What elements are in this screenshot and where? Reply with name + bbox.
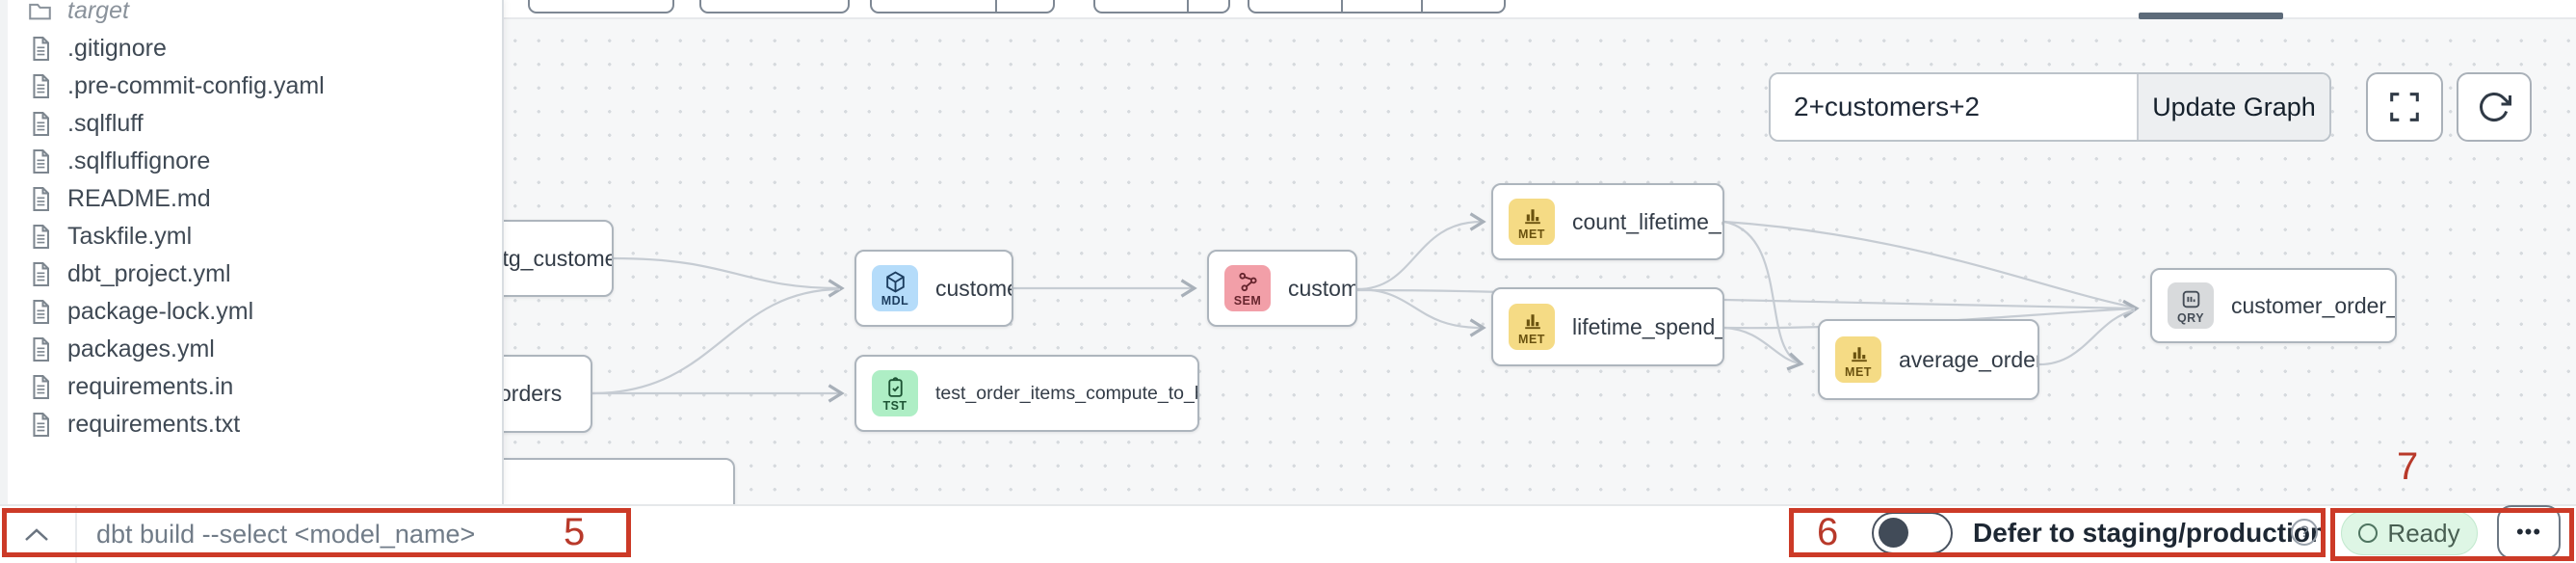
saved-query-badge: QRY	[2168, 282, 2214, 329]
update-graph-button[interactable]: Update Graph	[2137, 74, 2329, 140]
file-icon	[33, 111, 49, 137]
cube-icon	[885, 271, 905, 293]
file-row-readme[interactable]: README.md	[8, 180, 494, 218]
file-row-package-lock[interactable]: package-lock.yml	[8, 293, 494, 331]
clipboard-check-icon	[887, 376, 903, 397]
toolbar-button-cut[interactable]	[870, 0, 1055, 13]
command-bar	[0, 504, 2576, 563]
file-icon	[33, 299, 49, 325]
defer-label: Defer to staging/production	[1973, 517, 2327, 548]
node-label: customers	[1288, 275, 1355, 301]
file-row-requirements-txt[interactable]: requirements.txt	[8, 406, 494, 443]
metric-badge: MET	[1835, 336, 1881, 383]
selector-input[interactable]	[1771, 74, 2137, 140]
bar-chart-icon	[1524, 209, 1540, 224]
fullscreen-button[interactable]	[2366, 72, 2443, 142]
sidebar-gutter	[0, 0, 8, 504]
network-icon	[1238, 272, 1257, 291]
metric-badge: MET	[1509, 304, 1555, 350]
toolbar-button-cut[interactable]	[1093, 0, 1230, 13]
file-icon	[33, 261, 49, 287]
file-icon	[33, 73, 49, 99]
graph-node-customers-semantic[interactable]: SEM customers	[1207, 250, 1357, 327]
status-circle-icon	[2358, 523, 2379, 543]
semantic-model-badge: SEM	[1224, 265, 1271, 311]
graph-node-test-order-items[interactable]: TST test_order_items_compute_to_bools...	[854, 355, 1199, 432]
metric-badge: MET	[1509, 199, 1555, 245]
node-label: customer_order_metrics	[2231, 292, 2395, 318]
refresh-icon	[2480, 93, 2511, 121]
file-row-pre-commit-config[interactable]: .pre-commit-config.yaml	[8, 67, 494, 105]
node-label: count_lifetime_orders	[1572, 208, 1722, 234]
folder-icon	[29, 3, 51, 20]
status-badge: Ready	[2341, 511, 2478, 555]
file-icon	[33, 336, 49, 362]
node-label: customers	[935, 275, 1012, 301]
file-row-sqlfluffignore[interactable]: .sqlfluffignore	[8, 143, 494, 180]
divider	[75, 506, 77, 563]
command-input[interactable]	[96, 512, 549, 556]
query-icon	[2182, 290, 2199, 308]
top-toolbar-strip	[504, 0, 2576, 19]
file-icon	[33, 224, 49, 250]
file-row-target[interactable]: target	[8, 0, 494, 30]
toolbar-button-cut[interactable]	[1248, 0, 1506, 13]
file-icon	[33, 186, 49, 212]
file-row-dbt-project[interactable]: dbt_project.yml	[8, 255, 494, 293]
model-badge: MDL	[872, 265, 918, 311]
node-label: average_order_value	[1899, 346, 2037, 372]
bar-chart-icon	[1524, 314, 1540, 329]
toggle-knob	[1879, 518, 1908, 548]
file-icon	[33, 148, 49, 174]
refresh-button[interactable]	[2457, 72, 2532, 142]
active-tab-indicator	[2139, 13, 2283, 19]
fullscreen-icon	[2390, 93, 2419, 121]
file-tree-panel: target .gitignore .pre-commit-config.yam…	[0, 0, 504, 504]
collapse-panel-button[interactable]	[12, 506, 62, 563]
bar-chart-icon	[1851, 347, 1867, 362]
help-icon[interactable]: ?	[2291, 519, 2318, 546]
defer-toggle[interactable]	[1872, 512, 1953, 554]
file-row-packages[interactable]: packages.yml	[8, 331, 494, 368]
file-row-gitignore[interactable]: .gitignore	[8, 30, 494, 67]
file-row-sqlfluff[interactable]: .sqlfluff	[8, 105, 494, 143]
toolbar-button-cut[interactable]	[528, 0, 674, 13]
graph-node-count-lifetime-orders[interactable]: MET count_lifetime_orders	[1491, 183, 1724, 260]
toolbar-button-cut[interactable]	[699, 0, 850, 13]
graph-node-average-order-value[interactable]: MET average_order_value	[1818, 319, 2039, 400]
node-label: test_order_items_compute_to_bools...	[935, 382, 1197, 404]
selector-control: Update Graph	[1769, 72, 2331, 142]
file-row-requirements-in[interactable]: requirements.in	[8, 368, 494, 406]
file-icon	[33, 374, 49, 400]
file-icon	[33, 36, 49, 62]
more-options-button[interactable]: •••	[2497, 505, 2561, 559]
file-row-taskfile[interactable]: Taskfile.yml	[8, 218, 494, 255]
graph-node-customers-model[interactable]: MDL customers	[854, 250, 1013, 327]
node-label: orders	[499, 381, 563, 406]
node-label: lifetime_spend_pretax	[1572, 313, 1722, 339]
graph-node-lifetime-spend-pretax[interactable]: MET lifetime_spend_pretax	[1491, 287, 1724, 366]
test-badge: TST	[872, 370, 918, 416]
graph-node-customer-order-metrics[interactable]: QRY customer_order_metrics	[2150, 268, 2397, 343]
file-icon	[33, 412, 49, 438]
node-label: stg_customers	[491, 245, 612, 271]
chevron-up-icon	[25, 527, 48, 541]
